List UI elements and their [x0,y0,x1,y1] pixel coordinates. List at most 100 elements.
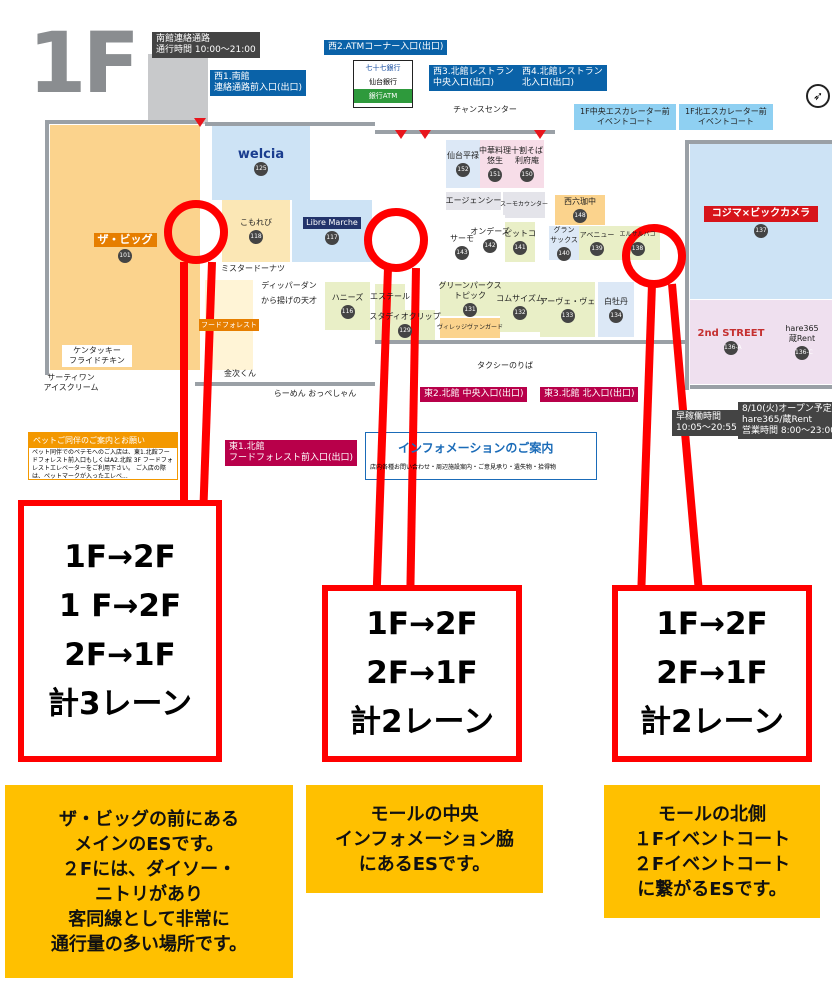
wall [690,385,832,389]
lane-total: 計2レーン [639,704,785,740]
note-line: にあるESです。 [358,853,491,875]
entrance-west3[interactable]: 西3.北館レストラン 中央入口(出口) [429,65,518,91]
note-line: 客同線として非常に [68,908,230,930]
lane-line: 1F→2F [64,539,176,575]
lane-line: 1F→2F [656,606,768,642]
wall [685,140,689,390]
callout-lanes-2: 1F→2F 2F→1F 計2レーン [322,585,522,762]
store-kintsugi: 金次くん [224,369,256,378]
bank-77: 七十七銀行 [365,64,401,72]
lane-line: 2F→1F [656,655,768,691]
note-line: １Fイベントコート [633,828,791,850]
store-dipperdan[interactable]: ディッパーダン [261,281,317,290]
note-line: ニトリがあり [95,883,203,905]
pet-info-box: ペットご同伴のご案内とお願い ペット同伴でのペテモへのご入店は、東1.北館フード… [28,432,178,480]
store-kfc[interactable]: ケンタッキー フライドチキン [62,345,132,367]
hours-label: 早稼働時間 10:05～20:55 [672,410,741,436]
wall [205,122,375,126]
pointer-line [180,262,188,508]
lane-line: 2F→1F [64,637,176,673]
store-karaage[interactable]: から揚げの天才 [261,296,317,305]
lane-line: 1F→2F [366,606,478,642]
information-box: インフォメーションのご案内 店内各種お問い合わせ・周辺施設案内・ご意見承り・遺失… [365,432,597,480]
pointer-line [637,283,656,590]
note-central-es: モールの中央 インフォメーション脇 にあるESです。 [306,785,543,893]
note-line: ザ・ビッグの前にある [59,808,239,830]
info-sub: 店内各種お問い合わせ・周辺施設案内・ご意見承り・遺失物・拾得物 [370,464,557,471]
store-suumo[interactable]: スーモカウンター [500,192,548,218]
food-forest[interactable]: フードフォレスト [199,280,259,370]
store-agency[interactable]: エージェンシー [446,192,501,210]
north-event-court-label: 1F北エスカレーター前 イベントコート [679,104,773,130]
note-line: メインのESです。 [74,833,224,855]
note-line: モールの中央 [370,803,479,825]
note-line: 通行量の多い場所です。 [50,933,248,955]
store-village-vanguard[interactable]: ヴィレッジヴァンガード [437,318,503,338]
wall [375,130,555,134]
callout-lanes-1: 1F→2F 1 F→2F 2F→1F 計3レーン [18,500,222,762]
entrance-east3[interactable]: 東3.北館 北入口(出口) [540,387,639,402]
note-main-es: ザ・ビッグの前にある メインのESです。 ２Fには、ダイソー・ ニトリがあり 客… [5,785,293,978]
pet-info-text: ペット同伴でのペテモへのご入店は、東1.北館フードフォレスト前入口もしくはA2.… [32,449,173,480]
store-ramen[interactable]: らーめん おっぺしゃん [273,389,357,398]
callout-lanes-3: 1F→2F 2F→1F 計2レーン [612,585,812,762]
escalator-highlight-1 [164,200,228,264]
entrance-arrow [419,130,431,139]
lane-line: 1 F→2F [58,588,182,624]
entrance-arrow [534,130,546,139]
entrance-arrow [395,130,407,139]
store-31-ice[interactable]: サーティワン アイスクリーム [43,373,99,392]
note-line: ２Fイベントコート [633,853,791,875]
wall [45,120,49,375]
pet-info-title: ペットご同伴のご案内とお願い [29,433,177,448]
south-passage-area [148,54,208,124]
escalator-highlight-2 [364,208,428,272]
entrance-west2[interactable]: 西2.ATMコーナー入口(出口) [324,40,448,55]
bank-sendai: 仙台銀行 [369,78,397,86]
bank-atm: 銀行ATM [354,89,412,103]
note-line: インフォメーション脇 [334,828,515,850]
lane-total: 計3レーン [47,686,193,722]
lane-total: 計2レーン [349,704,495,740]
south-passage-label: 南館連絡通路 通行時間 10:00～21:00 [152,32,260,58]
entrance-east2[interactable]: 東2.北館 中央入口(出口) [420,387,528,402]
note-line: に繋がるESです。 [637,878,787,900]
wall [195,382,375,386]
info-title: インフォメーションのご案内 [398,441,554,455]
floor-logo: 1F [28,14,140,112]
bank-sign: 七十七銀行 仙台銀行 銀行ATM [353,60,413,108]
compass-icon: ➶ [806,84,830,108]
store-mister-donut: ミスタードーナツ [221,264,285,273]
lane-line: 2F→1F [366,655,478,691]
central-event-court-label: 1F中央エスカレーター前 イベントコート [574,104,676,130]
note-line: モールの北側 [658,803,766,825]
entrance-west4[interactable]: 西4.北館レストラン 北入口(出口) [518,65,607,91]
store-chance-center: チャンスセンター [453,105,517,114]
entrance-west1[interactable]: 西1.南館 連絡通路前入口(出口) [210,70,307,96]
wall [685,140,832,144]
entrance-east1[interactable]: 東1.北館 フードフォレスト前入口(出口) [225,440,358,466]
taxi-stand: タクシーのりば [477,361,533,370]
entrance-arrow [194,118,206,127]
note-north-es: モールの北側 １Fイベントコート ２Fイベントコート に繋がるESです。 [604,785,820,918]
